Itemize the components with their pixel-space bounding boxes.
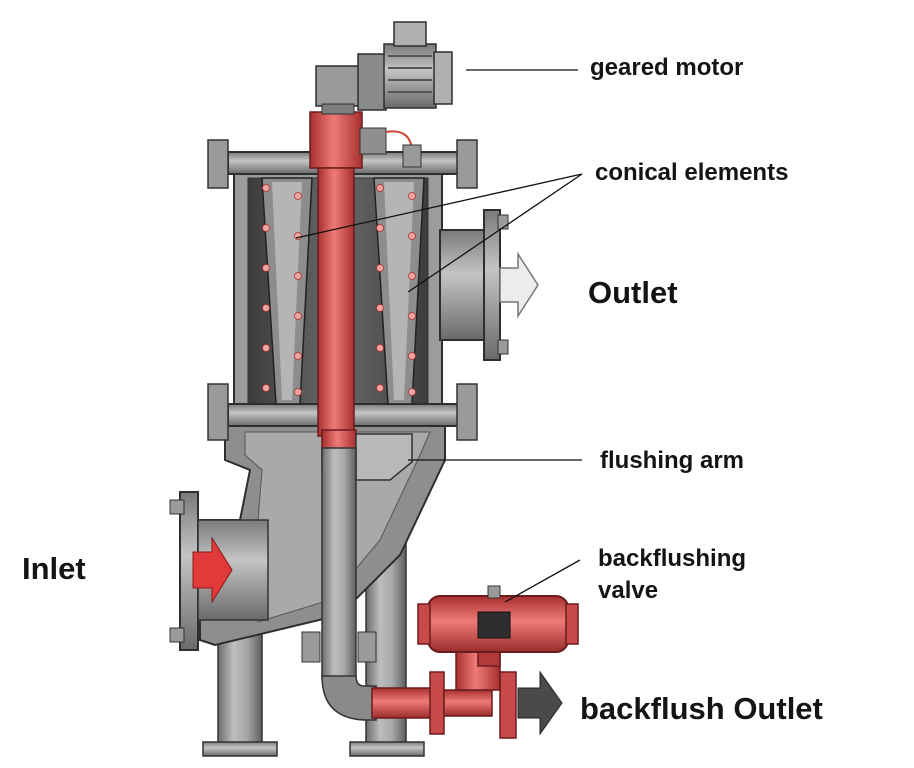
outlet-flange: [483, 209, 501, 361]
flushing-arm: [301, 433, 413, 721]
backflush-outlet-arrow: [517, 670, 563, 736]
label-outlet: Outlet: [588, 275, 678, 310]
leg-left: [217, 627, 263, 747]
outlet-arrow: [499, 251, 539, 319]
leg-left-foot: [202, 741, 278, 757]
label-inlet: Inlet: [22, 551, 86, 586]
label-backflush-outlet: backflush Outlet: [580, 691, 823, 726]
outlet-nozzle: [439, 209, 539, 361]
leader-backflushing-valve: [504, 559, 581, 603]
leader-conical-elements-b: [407, 173, 583, 293]
leader-lines: [295, 69, 583, 603]
leader-conical-elements-a: [295, 173, 583, 239]
flushing-pipe: [321, 447, 357, 679]
label-geared-motor: geared motor: [590, 54, 744, 81]
label-conical-elements: conical elements: [595, 159, 789, 186]
label-backflushing-valve-line1: backflushing: [598, 545, 747, 572]
conical-elements: [261, 177, 425, 405]
drive-shaft: [309, 111, 422, 471]
inlet-arrow: [192, 536, 233, 604]
backflush-outlet-flange: [499, 671, 517, 739]
leg-right-foot: [349, 741, 425, 757]
label-backflushing-valve-line2: valve: [598, 577, 659, 604]
backflushing-valve: [417, 585, 579, 653]
geared-motor: [315, 21, 453, 115]
label-flushing-arm: flushing arm: [600, 447, 745, 474]
backflush-pipe: [371, 629, 563, 739]
